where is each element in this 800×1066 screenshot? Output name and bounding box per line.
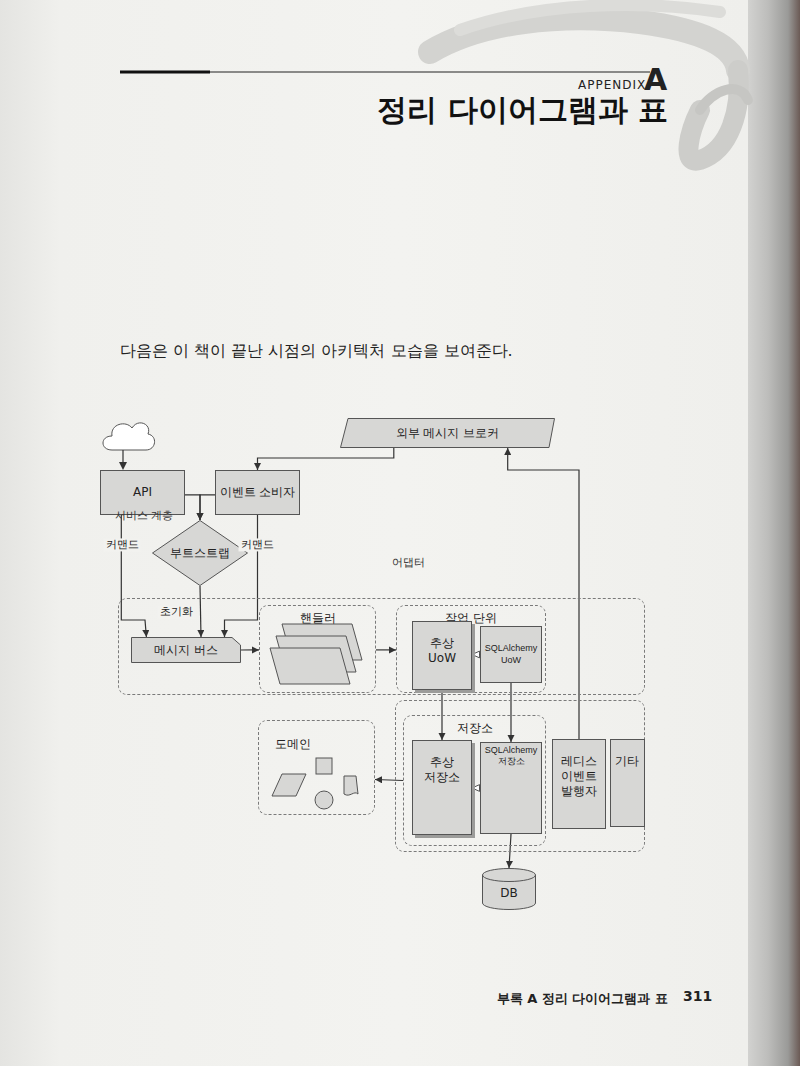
node-content: 레디스 이벤트 발행자 — [553, 740, 605, 828]
outline — [341, 419, 555, 448]
connector — [376, 649, 396, 650]
node-content: 기타 — [611, 740, 644, 826]
consumer-box: 이벤트 소비자 — [215, 470, 300, 515]
node-content: SQLAlchemy UoW — [481, 627, 541, 682]
message-bus: 메시지 버스 — [131, 637, 241, 663]
domain-group: 도메인 — [258, 720, 375, 815]
connector — [510, 683, 511, 742]
node-content: SQLAlchemy 저장소 — [481, 743, 541, 833]
appendix-tag: APPENDIX — [578, 78, 646, 92]
abstract-uow: 추상 UoW — [412, 621, 472, 690]
other-adapter: 기타 — [610, 739, 645, 827]
node-content: 추상 저장소 — [413, 741, 471, 834]
node-content: 메시지 버스 — [131, 637, 241, 663]
connector — [200, 495, 215, 520]
intro-text: 다음은 이 책이 끝난 시점의 아키텍처 모습을 보여준다. — [120, 341, 513, 362]
connector-label: 커맨드 — [239, 538, 276, 551]
database: DB — [482, 868, 536, 910]
message-broker: 외부 메시지 브로커 — [340, 418, 555, 448]
sqlalchemy-uow: SQLAlchemy UoW — [480, 626, 542, 683]
connector — [472, 787, 480, 788]
handler-stack — [270, 624, 362, 684]
title-rule — [120, 71, 650, 72]
connector-label: 초기화 — [158, 605, 195, 618]
node-label: 레디스 이벤트 발행자 — [556, 754, 602, 799]
page-number: 311 — [683, 988, 712, 1004]
api-box: API — [100, 470, 185, 515]
node-content: 도메인 — [259, 721, 374, 814]
node-content: API — [101, 471, 184, 514]
group-heading: 서비스 계층 — [115, 509, 174, 522]
sqlalchemy-repository: SQLAlchemy 저장소 — [480, 742, 542, 834]
connector — [241, 649, 259, 650]
group-heading: 어댑터 — [392, 556, 425, 569]
node-label: 부트스트랩 — [170, 546, 230, 561]
node-label: SQLAlchemy UoW — [483, 643, 539, 666]
connector — [472, 654, 480, 655]
node-label: 핸들러 — [300, 611, 336, 626]
bootstrap-diamond: 부트스트랩 — [152, 520, 248, 586]
cylinder — [483, 869, 536, 910]
node-label: 외부 메시지 브로커 — [396, 426, 500, 441]
connector — [258, 448, 394, 470]
node-label: 기타 — [615, 754, 639, 769]
node-label: 메시지 버스 — [154, 643, 218, 658]
appendix-letter: A — [644, 62, 667, 97]
handlers-group: 핸들러 — [259, 605, 376, 693]
cylinder-rim — [483, 875, 536, 882]
node-label: SQLAlchemy 저장소 — [483, 745, 539, 768]
outline — [153, 521, 248, 586]
connector — [225, 515, 258, 637]
book-edge — [748, 0, 800, 1066]
page-title: 정리 다이어그램과 표 — [377, 90, 668, 131]
node-content: 외부 메시지 브로커 — [340, 418, 555, 448]
node-label: 저장소 — [457, 721, 493, 736]
connector-label: 커맨드 — [104, 538, 141, 551]
repository-group: 저장소추상 저장소 SQLAlchemy 저장소 — [403, 715, 546, 846]
uow-group: 작업 단위추상 UoWSQLAlchemy UoW — [396, 605, 546, 693]
service-layer-band: 서비스 계층메시지 버스핸들러작업 단위추상 UoWSQLAlchemy UoW — [118, 598, 645, 695]
title-rule-bold — [120, 71, 210, 74]
node-content: 부트스트랩 — [152, 520, 248, 586]
connector — [185, 495, 200, 520]
node-label: 이벤트 소비자 — [220, 485, 296, 500]
paper — [0, 0, 748, 1066]
node-label: 추상 저장소 — [416, 755, 468, 785]
connector — [121, 515, 146, 637]
connector — [375, 780, 403, 781]
node-content: DB — [482, 868, 536, 910]
node-label: DB — [500, 886, 517, 901]
connector — [200, 586, 201, 637]
node-content: 추상 UoW — [413, 622, 471, 689]
running-footer: 부록 A 정리 다이어그램과 표 — [497, 990, 668, 1008]
connector — [509, 834, 511, 868]
domain-shapes — [272, 758, 358, 809]
node-label: 도메인 — [275, 737, 311, 752]
connector — [508, 448, 579, 739]
node-label: 추상 UoW — [416, 636, 468, 666]
node-content: 이벤트 소비자 — [216, 471, 299, 514]
node-content: 핸들러 — [260, 606, 375, 692]
cloud-icon — [103, 423, 155, 470]
adapters-band: 어댑터저장소추상 저장소SQLAlchemy 저장소레디스 이벤트 발행자기타 — [395, 700, 645, 852]
outline — [132, 638, 241, 663]
snake-illustration — [430, 5, 748, 161]
node-label: API — [133, 485, 152, 500]
redis-publisher: 레디스 이벤트 발행자 — [552, 739, 606, 829]
abstract-repository: 추상 저장소 — [412, 740, 472, 835]
